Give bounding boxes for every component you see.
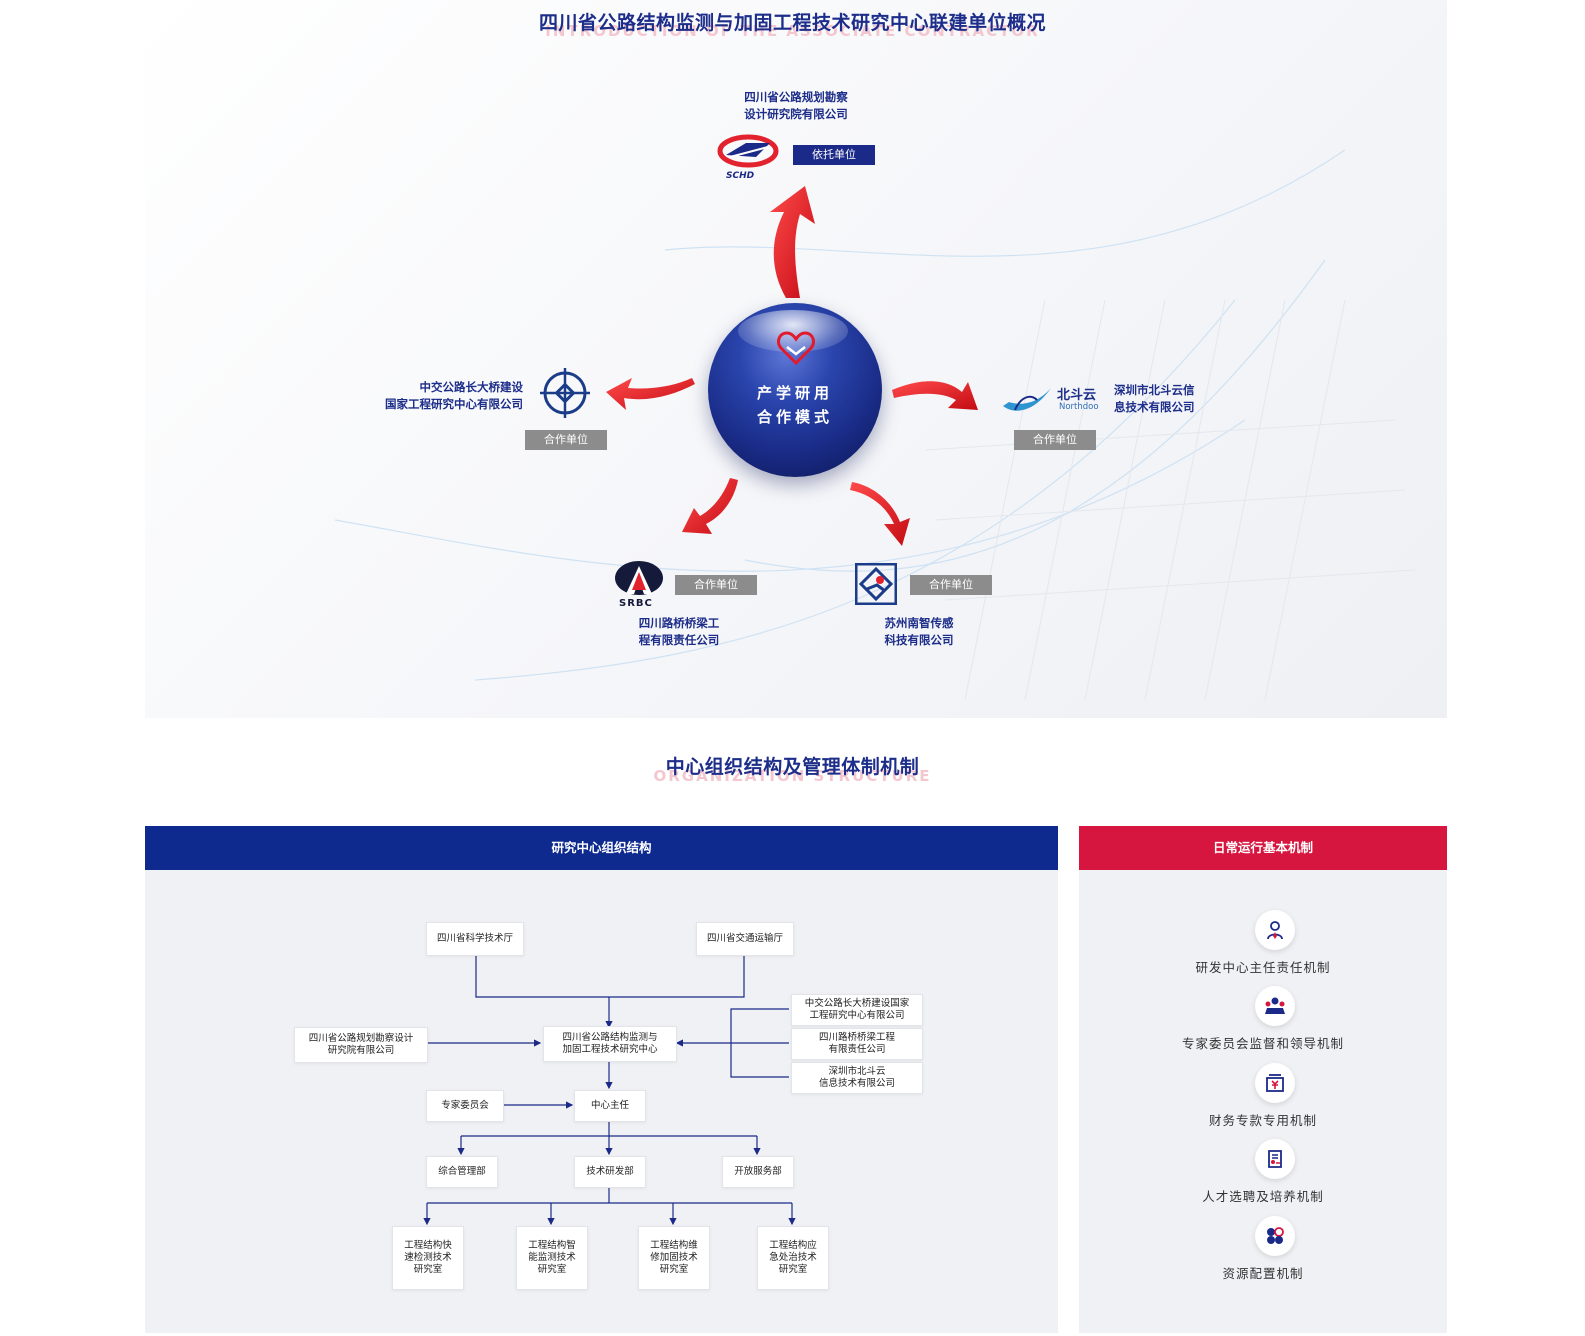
node-ccc-center-line1: 中交公路长大桥建设国家 (804, 998, 910, 1009)
decorative-background-lines (334, 149, 1416, 701)
node-lab-smart-monitoring: 工程结构智 能监测技术 研究室 (516, 1226, 588, 1290)
mechanism-item-4: 人才选聘及培养机制 (1202, 1189, 1324, 1204)
arrow-left (606, 378, 695, 410)
schd-logo: SCHD (716, 133, 780, 183)
node-lab-emergency: 工程结构应 急处治技术 研究室 (757, 1226, 829, 1290)
node-beidou-line2: 信息技术有限公司 (818, 1078, 895, 1089)
section1-title: 四川省公路结构监测与加固工程技术研究中心联建单位概况 (538, 12, 1046, 34)
mechanism-item-3: 财务专款专用机制 (1208, 1113, 1317, 1128)
unit-right-name-line2: 息技术有限公司 (1114, 400, 1195, 414)
resume-icon (1255, 1139, 1295, 1179)
unit-bottom-left-name: 四川路桥桥梁工 程有限责任公司 (624, 615, 734, 649)
unit-left-name-line2: 国家工程研究中心有限公司 (385, 397, 523, 411)
mechanism-item-5: 资源配置机制 (1222, 1266, 1304, 1281)
person-tie-icon (1255, 910, 1295, 950)
node-beidou: 深圳市北斗云 信息技术有限公司 (791, 1062, 923, 1094)
unit-bottom-left-name-line1: 四川路桥桥梁工 (638, 616, 720, 630)
lab4-line3: 研究室 (778, 1264, 808, 1275)
node-ccc-center: 中交公路长大桥建设国家 工程研究中心有限公司 (791, 994, 923, 1026)
badge-partner-bottom-left: 合作单位 (675, 575, 757, 595)
srbc-logo-text: SRBC (619, 598, 653, 609)
center-text-line2: 合作模式 (756, 408, 833, 426)
node-expert-committee: 专家委员会 (426, 1090, 504, 1122)
schd-logo-text: SCHD (726, 171, 755, 181)
lab2-line2: 能监测技术 (528, 1252, 576, 1263)
unit-bottom-right-name: 苏州南智传感 科技有限公司 (864, 615, 974, 649)
mechanism-header: 日常运行基本机制 (1079, 826, 1447, 870)
node-dept-open-service: 开放服务部 (722, 1156, 794, 1188)
node-design-institute: 四川省公路规划勘察设计 研究院有限公司 (294, 1027, 428, 1063)
badge-partner-left: 合作单位 (525, 430, 607, 450)
unit-left-name: 中交公路长大桥建设 国家工程研究中心有限公司 (365, 379, 523, 413)
node-lab-repair-strengthening: 工程结构维 修加固技术 研究室 (638, 1226, 710, 1290)
unit-right-name: 深圳市北斗云信 息技术有限公司 (1114, 382, 1224, 416)
sphere-highlight (738, 310, 848, 352)
unit-right-name-line1: 深圳市北斗云信 (1114, 383, 1195, 397)
lab2-line1: 工程结构智 (528, 1240, 576, 1251)
badge-partner-right: 合作单位 (1014, 430, 1096, 450)
handshake-heart-icon (776, 327, 816, 367)
node-dept-rnd: 技术研发部 (574, 1156, 646, 1188)
node-ccc-center-line2: 工程研究中心有限公司 (809, 1010, 905, 1021)
center-text-line1: 产学研用 (756, 384, 833, 402)
node-design-institute-line2: 研究院有限公司 (327, 1045, 395, 1056)
lab2-line3: 研究室 (537, 1264, 567, 1275)
section2-title: 中心组织结构及管理体制机制 (665, 756, 920, 778)
lab3-line1: 工程结构维 (650, 1240, 698, 1251)
northdoo-logo: 北斗云 Northdoo (1001, 384, 1101, 416)
northdoo-logo-cn: 北斗云 (1057, 388, 1097, 403)
section1-subtitle: INTRODUCTION OF THE ASSOCIATE CONTRACTOR (545, 22, 1040, 40)
node-research-center-line2: 加固工程技术研究中心 (562, 1044, 658, 1055)
node-sci-dept: 四川省科学技术厅 (426, 922, 524, 956)
arrow-bottom-right (850, 482, 910, 546)
arrow-right (892, 381, 978, 410)
unit-top-name-line2: 设计研究院有限公司 (744, 107, 848, 121)
arrow-up (770, 186, 815, 298)
unit-bottom-right-name-line2: 科技有限公司 (884, 633, 954, 647)
section2-subtitle: ORGANIZATION STRUCTURE (653, 767, 932, 785)
node-srbc-line1: 四川路桥桥梁工程 (818, 1032, 895, 1043)
unit-top-name: 四川省公路规划勘察 设计研究院有限公司 (741, 89, 851, 123)
group-icon (1255, 986, 1295, 1026)
northdoo-logo-en: Northdoo (1059, 402, 1099, 412)
unit-left-name-line1: 中交公路长大桥建设 (419, 380, 524, 394)
unit-top-name-line1: 四川省公路规划勘察 (744, 90, 848, 104)
lab1-line3: 研究室 (413, 1264, 443, 1275)
lab4-line2: 急处治技术 (769, 1252, 817, 1263)
ccc-bridge-logo (538, 366, 592, 420)
node-director: 中心主任 (574, 1090, 646, 1122)
srbc-logo: SRBC (612, 560, 666, 612)
node-research-center: 四川省公路结构监测与 加固工程技术研究中心 (543, 1026, 677, 1062)
node-design-institute-line1: 四川省公路规划勘察设计 (308, 1033, 414, 1044)
lab3-line2: 修加固技术 (650, 1252, 698, 1263)
arrow-bottom-left (682, 478, 738, 534)
org-structure-header: 研究中心组织结构 (145, 826, 1058, 870)
node-srbc-line2: 有限责任公司 (828, 1044, 886, 1055)
mechanism-item-1: 研发中心主任责任机制 (1195, 960, 1331, 975)
node-trans-dept: 四川省交通运输厅 (696, 922, 794, 956)
lab1-line1: 工程结构快 (404, 1240, 452, 1251)
relation-arrows (606, 186, 978, 546)
lab4-line1: 工程结构应 (769, 1240, 817, 1251)
badge-host-unit: 依托单位 (793, 145, 875, 165)
lab3-line3: 研究室 (659, 1264, 689, 1275)
node-lab-rapid-inspection: 工程结构快 速检测技术 研究室 (392, 1226, 464, 1290)
nanzhi-logo (854, 562, 898, 606)
node-srbc: 四川路桥桥梁工程 有限责任公司 (791, 1028, 923, 1060)
badge-partner-bottom-right: 合作单位 (910, 575, 992, 595)
node-research-center-line1: 四川省公路结构监测与 (562, 1032, 658, 1043)
node-dept-management: 综合管理部 (426, 1156, 498, 1188)
node-beidou-line1: 深圳市北斗云 (828, 1066, 886, 1077)
resource-icon (1255, 1216, 1295, 1256)
unit-bottom-right-name-line1: 苏州南智传感 (884, 616, 954, 630)
unit-bottom-left-name-line2: 程有限责任公司 (638, 633, 720, 647)
lab1-line2: 速检测技术 (404, 1252, 452, 1263)
mechanism-item-2: 专家委员会监督和领导机制 (1181, 1036, 1344, 1051)
finance-icon (1255, 1063, 1295, 1103)
